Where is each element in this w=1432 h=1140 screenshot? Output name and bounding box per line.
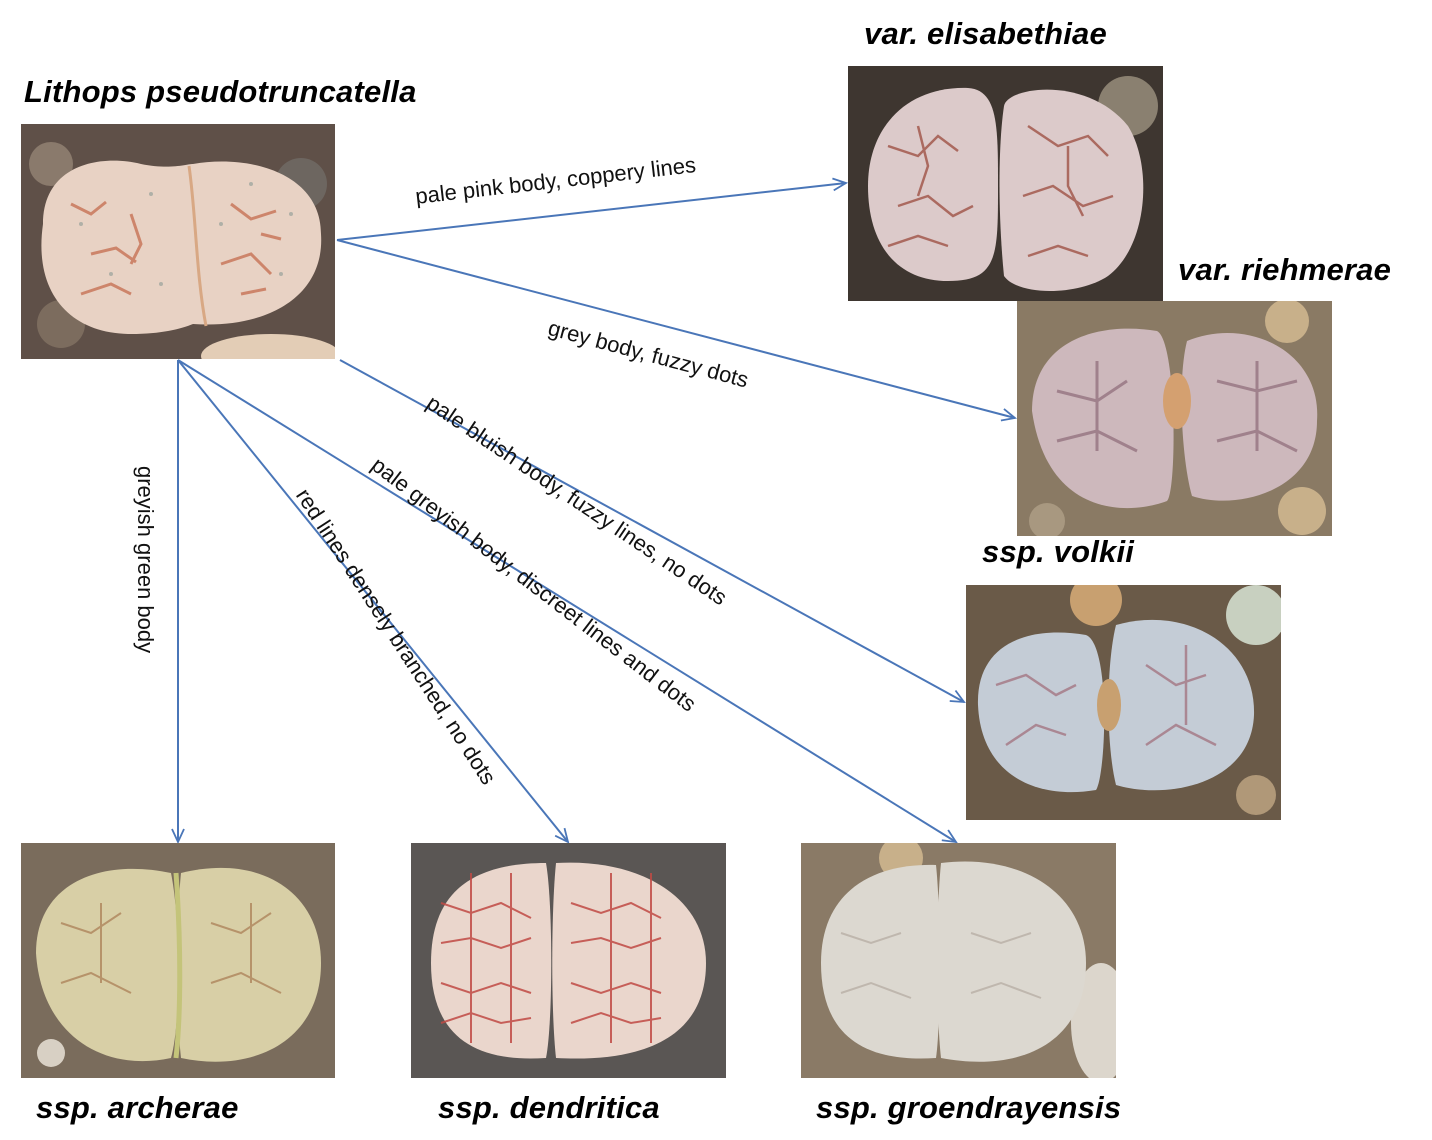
photo-groendrayensis xyxy=(801,843,1116,1078)
edge-label-volkii: pale bluish body, fuzzy lines, no dots xyxy=(422,390,732,611)
photo-volkii xyxy=(966,585,1281,820)
edge-label-archerae: greyish green body xyxy=(133,466,158,654)
edge-label-elisabethiae: pale pink body, coppery lines xyxy=(414,152,698,209)
photo-dendritica xyxy=(411,843,726,1078)
photo-riehmerae xyxy=(1017,301,1332,536)
lithops-image xyxy=(848,66,1163,301)
archerae-title: ssp. archerae xyxy=(36,1090,239,1125)
lithops-image xyxy=(1017,301,1332,536)
lithops-image xyxy=(21,843,335,1078)
photo-archerae xyxy=(21,843,335,1078)
edge-label-riehmerae: grey body, fuzzy dots xyxy=(545,315,752,393)
lithops-image xyxy=(411,843,726,1078)
arrow-to-elisabethiae xyxy=(336,183,846,241)
dendritica-title: ssp. dendritica xyxy=(438,1090,660,1125)
lithops-image xyxy=(966,585,1281,820)
lithops-image xyxy=(801,843,1116,1078)
volkii-title: ssp. volkii xyxy=(982,534,1135,569)
root-title: Lithops pseudotruncatella xyxy=(24,74,417,109)
photo-pseudotruncatella xyxy=(21,124,335,359)
photo-elisabethiae xyxy=(848,66,1163,301)
groendrayensis-title: ssp. groendrayensis xyxy=(816,1090,1122,1125)
elisabethiae-title: var. elisabethiae xyxy=(864,16,1107,51)
riehmerae-title: var. riehmerae xyxy=(1178,252,1392,287)
lithops-image xyxy=(21,124,335,359)
